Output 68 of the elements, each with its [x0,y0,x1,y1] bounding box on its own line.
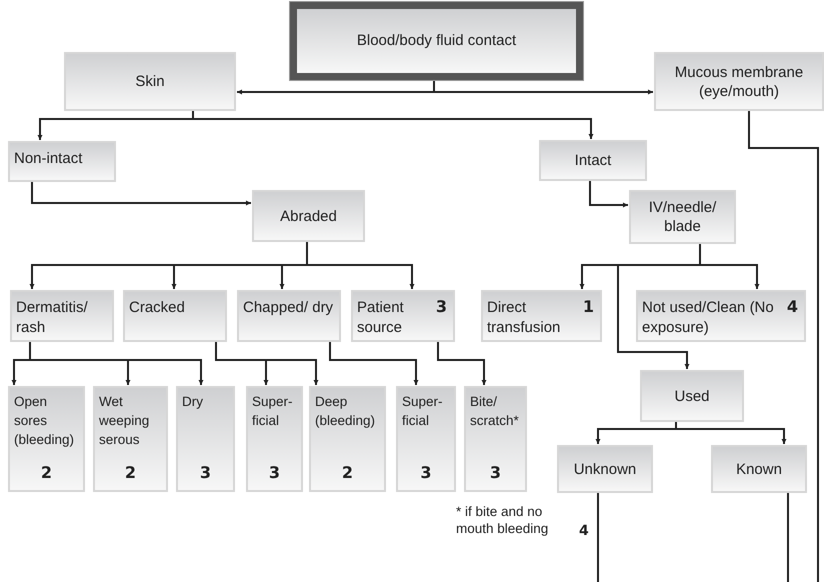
flow-box [93,386,168,492]
node-label: Chapped/ dry [243,298,334,318]
connector-arrow [29,342,204,385]
score-number: 4 [786,298,799,316]
score-number: 4 [579,523,589,539]
score-number: 2 [40,464,52,482]
flow-box [246,386,303,492]
flow-box [636,290,806,342]
node-label: Bite/ scratch* [470,393,520,430]
connector-arrow [617,244,701,369]
flow-box [481,290,602,342]
connector-arrow [589,181,628,208]
node-label: Blood/body fluid contact [356,30,516,51]
flow-box [176,386,235,492]
node-label: Not used/Clean (No exposure) [642,298,775,338]
connector-arrow [329,342,418,385]
connector-arrow [215,342,318,385]
node-label: Skin [135,72,165,91]
flow-box [8,141,116,182]
node-label: Open sores (bleeding) [14,393,76,449]
flow-box [629,190,736,244]
score-number: 2 [342,464,354,482]
node-label: Super-ficial [252,393,294,430]
flow-box [64,52,236,111]
node-label: Dermatitis/ rash [16,298,89,338]
node-label: Non-intact [14,149,82,169]
score-number: 3 [490,464,502,482]
flow-box [539,140,647,181]
connector-arrow [31,182,251,206]
node-label: Used [674,386,710,406]
connector-arrow [437,342,486,385]
flow-box [10,290,114,342]
node-label: Intact [574,151,612,170]
node-label: Patient source [357,298,405,338]
node-label: Deep (bleeding) [315,393,376,430]
score-number: 3 [436,298,448,316]
connector-arrow [192,111,594,139]
flow-box [309,386,386,492]
flow-box [640,370,744,422]
flow-box [396,386,456,492]
node-label: Abraded [280,206,337,226]
node-label: Wet weeping serous [99,393,150,449]
node-label: Known [736,460,782,478]
node-label: Unknown [574,460,636,478]
score-number: 2 [124,464,136,482]
node-label: Cracked [129,298,185,318]
connector-arrow [433,80,653,94]
flow-box [252,190,365,242]
score-number: 3 [200,464,212,482]
flow-box [351,290,455,342]
connector-arrow [306,242,414,289]
score-number: 3 [268,464,280,482]
flow-box [290,2,583,80]
node-label: Super-ficial [402,393,444,430]
score-number: 3 [420,464,432,482]
node-label: IV/needle/ blade [648,198,718,236]
flow-box [464,386,527,492]
footnote-text: * if bite and no mouth bleeding [456,504,548,536]
node-label: Direct transfusion [487,298,562,338]
flow-box [237,290,341,342]
flow-box [654,52,824,111]
score-number: 1 [582,298,595,316]
node-label: Dry [182,393,204,411]
flow-box [123,290,227,342]
flow-box [8,386,85,492]
flow-box [711,445,807,493]
flow-box [557,445,653,493]
node-label: Mucous membrane (eye/mouth) [674,62,804,100]
